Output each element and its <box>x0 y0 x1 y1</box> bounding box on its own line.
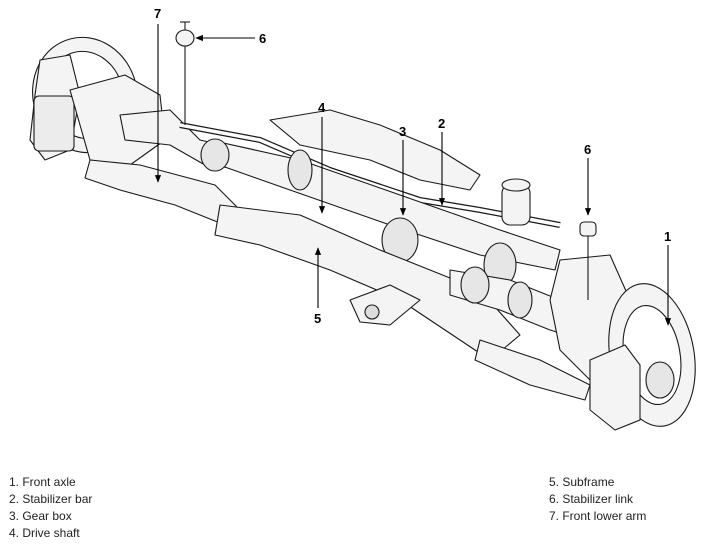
callout-4: 4 <box>318 100 326 115</box>
legend-item-subframe: 5. Subframe <box>549 475 615 489</box>
legend-item-gear-box: 3. Gear box <box>9 509 72 523</box>
right-lower-arm <box>474 339 591 401</box>
legend-item-front-axle: 1. Front axle <box>9 475 76 489</box>
legend-item-front-lower-arm: 7. Front lower arm <box>549 509 647 523</box>
callout-5: 5 <box>314 311 321 326</box>
right-brake-disc <box>589 283 696 431</box>
steering-joint <box>501 178 531 226</box>
front-suspension-drawing: 7 6 4 3 2 6 1 5 <box>29 6 696 431</box>
legend-item-stabilizer-link: 6. Stabilizer link <box>549 492 634 506</box>
callout-6-top: 6 <box>259 31 266 46</box>
subframe-mount <box>349 284 421 326</box>
callout-7: 7 <box>154 6 161 21</box>
subframe <box>214 204 521 361</box>
callout-3: 3 <box>399 124 406 139</box>
legend-right: 5. Subframe 6. Stabilizer link 7. Front … <box>549 474 646 525</box>
right-stabilizer-link <box>579 221 597 300</box>
legend-item-drive-shaft: 4. Drive shaft <box>9 526 80 540</box>
legend-item-stabilizer-bar: 2. Stabilizer bar <box>9 492 93 506</box>
callout-2: 2 <box>438 116 445 131</box>
legend-left: 1. Front axle 2. Stabilizer bar 3. Gear … <box>9 474 92 542</box>
callout-1: 1 <box>664 229 671 244</box>
callout-6-right: 6 <box>584 142 591 157</box>
left-stabilizer-link <box>175 21 195 125</box>
